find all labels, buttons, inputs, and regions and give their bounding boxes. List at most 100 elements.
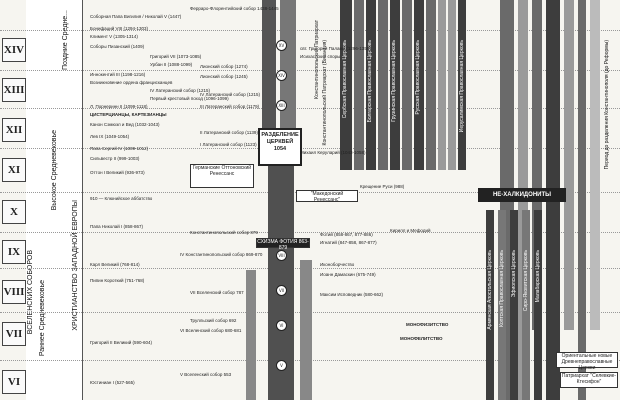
monophysite-branch[interactable]	[498, 210, 506, 400]
century-marker: VIII	[2, 280, 26, 304]
orthodox-branch[interactable]	[354, 0, 364, 170]
event-right: Иконоборчество	[320, 262, 355, 267]
church-split-box[interactable]: РАЗДЕЛЕНИЕ ЦЕРКВЕЙ 1054	[258, 128, 302, 166]
monophysite-branch-label: Коптская Православная Церковь	[499, 250, 505, 327]
top-right-label: Период до разделения Константинополя (до…	[604, 40, 610, 170]
orthodox-branch[interactable]	[414, 0, 424, 170]
monophysite-branch[interactable]	[534, 210, 542, 400]
event-left: Григорий VII (1073-1085)	[150, 54, 202, 59]
central-trunk-upper-east	[280, 0, 296, 130]
period-column-5: ХРИСТИАНСТВО ЗАПАДНОЙ ЕВРОПЫ	[72, 0, 83, 400]
monophysite-branch[interactable]	[510, 210, 518, 400]
ottonian-renaissance-box[interactable]: Германские Оттоновский Ренессанс	[190, 164, 254, 188]
monophysite-branch-label: Малабарская Церковь	[535, 250, 541, 303]
branch-label: Русская Православная Церковь	[415, 40, 421, 115]
east-branch[interactable]	[578, 0, 586, 400]
orthodox-branch[interactable]	[402, 0, 412, 170]
event-left: Бонифаций VIII (1294-1303)	[90, 26, 149, 31]
event-center: II Латеранский собор (1139)	[200, 130, 258, 135]
event-left: Папа Сергий IV (1009-1012)	[90, 146, 149, 151]
east-branch[interactable]	[532, 0, 542, 330]
event-left: Первый крестовый поход (1096-1099)	[150, 96, 229, 101]
event-left: Л. Порнеринн II (1099-1118)	[90, 104, 148, 109]
event-center: III Латеранский собор (1179)	[200, 104, 260, 109]
event-left: Иннокентий III (1198-1216)	[90, 72, 146, 77]
orthodox-branch[interactable]	[366, 0, 376, 170]
orthodox-branch[interactable]	[378, 0, 388, 170]
event-center: I Латеранский собор (1123)	[200, 142, 257, 147]
orthodox-branch[interactable]	[438, 0, 446, 170]
council-marker[interactable]: XV	[276, 40, 287, 51]
monophysite-label: МОНОФИЗИТСТВО	[406, 322, 449, 327]
event-right: свт. Григорий Палама (1296-1359)	[300, 46, 371, 51]
central-branch-east	[300, 260, 312, 400]
event-right: Иоанн Дамаскин (675-749)	[320, 272, 376, 277]
schism-box[interactable]: СХИЗМА ФОТИЯ 863-879	[256, 238, 310, 251]
period-label-2: Раннее Средневековье	[39, 280, 46, 357]
event-left: Сильвестр II (999-1003)	[90, 156, 140, 161]
branch-label: Грузинская Православная Церковь	[391, 40, 397, 122]
event-right: Игнатий (847-858, 867-877)	[320, 240, 377, 245]
event-right: Михаил Керуларий (1043-1058)	[300, 150, 366, 155]
century-marker: XIII	[2, 78, 26, 102]
event-center: VI Вселенский собор 680-681	[180, 328, 242, 333]
macedonian-renaissance-box[interactable]: "Македонский Ренессанс"	[296, 190, 358, 203]
orthodox-branch[interactable]	[458, 0, 466, 170]
event-left: Урбан II (1088-1099)	[150, 62, 193, 67]
split-label-year: 1054	[273, 146, 287, 152]
event-center: IV Константинопольский собор 869-870	[180, 252, 263, 257]
century-divider	[0, 148, 620, 149]
event-center: IV Латеранский собор (1215)	[200, 92, 261, 97]
century-divider	[0, 232, 620, 233]
event-left: Папа Николай I (858-867)	[90, 224, 144, 229]
event-left: Соборы Пизанский (1409)	[90, 44, 145, 49]
century-marker: VII	[2, 322, 26, 346]
century-divider	[0, 30, 620, 31]
event-left: ЦИСТЕРЦИАНЦЫ, КАРТЕЗИАНЦЫ	[90, 112, 167, 117]
period-label-1: ВСЕЛЕНСКИХ СОБОРОВ	[27, 250, 34, 335]
event-center: Лионский собор (1274)	[200, 64, 248, 69]
non-chalcedonian-header[interactable]: НЕ-ХАЛКИДОНИТЫ	[478, 188, 566, 202]
monophysite-branch-label: Эфиопская Церковь	[511, 250, 517, 298]
council-marker[interactable]: VI	[276, 320, 287, 331]
event-left: Соборная Папа Вигилия / Николай V (1447)	[90, 14, 182, 19]
event-right: Максим Исповедник (580-662)	[320, 292, 383, 297]
event-center: Лионский собор (1245)	[200, 74, 248, 79]
east-branch[interactable]	[590, 0, 600, 330]
council-marker[interactable]: XIV	[276, 70, 287, 81]
event-right: Исихастские споры	[300, 54, 341, 59]
event-left: Канон Сэмюэл и Вед (1032-1043)	[90, 122, 160, 127]
event-left: Возникновение ордена францисканцев	[90, 80, 173, 85]
split-label-line1: РАЗДЕЛЕНИЕ	[261, 132, 299, 138]
monophysite-branch[interactable]	[522, 210, 530, 400]
council-marker[interactable]: VIII	[276, 250, 287, 261]
event-center: Трулльский собор 692	[190, 318, 237, 323]
century-marker: IX	[2, 240, 26, 264]
council-marker[interactable]: V	[276, 360, 287, 371]
event-left: Климент V (1305-1314)	[90, 34, 138, 39]
event-left: IV Латеранский собор (1215)	[150, 88, 211, 93]
branch-label: Болгарская Православная Церковь	[367, 40, 373, 123]
century-marker: X	[2, 200, 26, 224]
century-divider	[0, 108, 620, 109]
seleucia-patriarchate-box[interactable]: Патриархат "Селевкие-Ктесифон"	[560, 372, 618, 388]
event-right: МОНОФЕЛИТСТВО	[400, 336, 443, 341]
event-left: Пипин Короткий (751-768)	[90, 278, 145, 283]
central-branch-west	[246, 270, 256, 400]
oriental-churches-box[interactable]: Ориентальные новые Древнеправославные Це…	[556, 352, 618, 371]
century-divider	[0, 70, 620, 71]
event-center: Константинопольский собор 879	[190, 230, 258, 235]
orthodox-branch[interactable]	[340, 0, 352, 170]
orthodox-branch[interactable]	[448, 0, 456, 170]
central-trunk-upper-west	[262, 0, 276, 130]
council-marker[interactable]: VII	[276, 285, 287, 296]
council-marker[interactable]: XIII	[276, 100, 287, 111]
orthodox-branch[interactable]	[426, 0, 436, 170]
east-branch[interactable]	[564, 0, 574, 330]
monophysite-branch-label: Армянская Апостольская Церковь	[487, 250, 493, 330]
orthodox-branch[interactable]	[390, 0, 400, 170]
split-label-line2: ЦЕРКВЕЙ	[266, 139, 294, 145]
event-right: Крещение Руси (988)	[360, 184, 405, 189]
period-label-4: Поздние Средне...	[62, 10, 69, 70]
monophysite-branch[interactable]	[486, 210, 494, 400]
